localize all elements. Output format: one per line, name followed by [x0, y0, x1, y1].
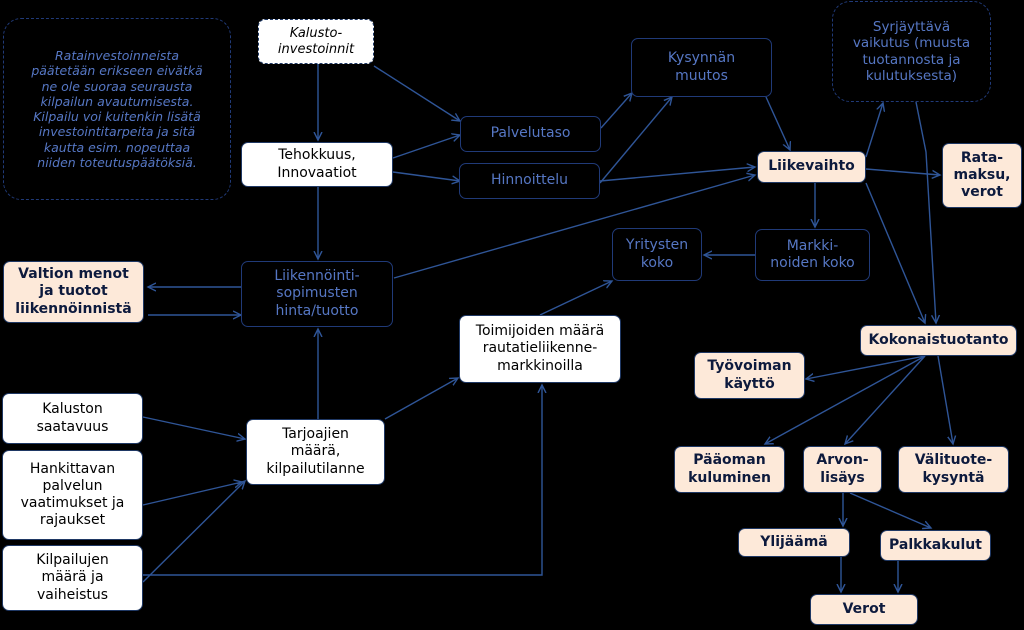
node-ylijaama: Ylijäämä	[738, 528, 850, 557]
connector-arrow	[393, 175, 755, 279]
node-label: Välituote- kysyntä	[914, 452, 993, 486]
node-kalusto-investoinnit: Kalusto- investoinnit	[258, 19, 374, 64]
node-label: Toimijoiden määrä rautatieliikenne- mark…	[475, 323, 605, 374]
node-ratamaksu: Rata- maksu, verot	[942, 143, 1022, 208]
node-label: Ylijäämä	[760, 533, 828, 550]
node-label: Kalusto- investoinnit	[277, 25, 355, 57]
node-tyovoiman-kaytto: Työvoiman käyttö	[694, 352, 805, 399]
node-label: Pääoman kuluminen	[688, 452, 771, 486]
node-label: Kilpailujen määrä ja vaiheistus	[36, 552, 109, 603]
connector-arrow	[845, 355, 926, 444]
node-label: Hankittavan palvelun vaatimukset ja raja…	[20, 460, 125, 529]
connector-arrow	[865, 168, 940, 175]
connector-arrow	[937, 355, 953, 444]
node-label: Syrjäyttävä vaikutus (muusta tuotannosta…	[852, 18, 971, 84]
connector-arrow	[599, 167, 755, 182]
node-label: Verot	[842, 600, 886, 617]
node-label: Työvoiman käyttö	[707, 358, 792, 392]
connector-arrow	[384, 378, 458, 420]
node-label: Markki- noiden koko	[770, 237, 855, 271]
node-label: Kokonaistuotanto	[868, 331, 1009, 348]
node-hankittavan-palvelun: Hankittavan palvelun vaatimukset ja raja…	[2, 450, 143, 540]
connector-arrow	[143, 385, 542, 576]
node-label: Liikevaihto	[768, 158, 855, 175]
node-hinnoittelu: Hinnoittelu	[459, 163, 600, 199]
node-arvonlisays: Arvon- lisäys	[803, 446, 882, 493]
node-label: Kaluston saatavuus	[36, 401, 109, 435]
node-yritysten-koko: Yritysten koko	[612, 228, 702, 281]
node-label: Palkkakulut	[889, 536, 982, 553]
node-toimijoiden-maara: Toimijoiden määrä rautatieliikenne- mark…	[459, 315, 621, 383]
node-label: Liikennöinti- sopimusten hinta/tuotto	[274, 268, 360, 319]
connector-arrow	[915, 101, 936, 323]
connector-arrow	[539, 281, 612, 316]
node-palkkakulut: Palkkakulut	[880, 530, 991, 561]
connector-arrow	[142, 481, 245, 583]
node-label: Yritysten koko	[625, 237, 689, 271]
connector-arrow	[865, 103, 883, 158]
node-markkinoiden-koko: Markki- noiden koko	[755, 229, 870, 281]
node-tarjoajien-maara: Tarjoajien määrä, kilpailutilanne	[246, 419, 385, 485]
connector-arrow	[849, 492, 931, 528]
note-box: Ratainvestoinneista päätetään erikseen e…	[3, 18, 231, 200]
connector-arrow	[765, 96, 790, 150]
node-kysynnan-muutos: Kysynnän muutos	[631, 38, 772, 97]
note-text: Ratainvestoinneista päätetään erikseen e…	[31, 48, 203, 170]
node-paaoman-kuluminen: Pääoman kuluminen	[674, 446, 785, 493]
node-kaluston-saatavuus: Kaluston saatavuus	[2, 393, 143, 444]
node-label: Palvelutaso	[490, 125, 571, 142]
node-verot: Verot	[810, 594, 918, 625]
connector-arrow	[142, 482, 242, 506]
node-liikevaihto: Liikevaihto	[757, 151, 866, 183]
connector-arrow	[806, 355, 926, 379]
node-label: Tarjoajien määrä, kilpailutilanne	[266, 426, 365, 477]
connector-arrow	[373, 65, 460, 121]
node-label: Tehokkuus, Innovaatiot	[277, 147, 357, 181]
node-kilpailujen-maara: Kilpailujen määrä ja vaiheistus	[2, 545, 143, 611]
node-palvelutaso: Palvelutaso	[460, 116, 601, 152]
node-syrjayttava-vaikutus: Syrjäyttävä vaikutus (muusta tuotannosta…	[832, 1, 991, 102]
connector-arrow	[392, 171, 460, 181]
node-label: Rata- maksu, verot	[953, 149, 1011, 201]
connector-arrow	[142, 416, 245, 439]
node-label: Valtion menot ja tuotot liikennöinnistä	[15, 266, 132, 317]
connector-arrow	[600, 93, 632, 129]
node-label: Hinnoittelu	[491, 172, 568, 189]
node-label: Arvon- lisäys	[816, 452, 869, 486]
node-label: Kysynnän muutos	[667, 50, 736, 84]
connector-arrow	[765, 355, 926, 444]
node-tehokkuus: Tehokkuus, Innovaatiot	[241, 142, 393, 187]
node-valtion-menot: Valtion menot ja tuotot liikennöinnistä	[3, 261, 144, 323]
connector-arrow	[392, 135, 460, 159]
connector-arrow	[599, 97, 672, 184]
connector-arrow	[865, 182, 925, 323]
node-valituotekysynta: Välituote- kysyntä	[898, 446, 1009, 493]
node-liikennointisopimukset: Liikennöinti- sopimusten hinta/tuotto	[241, 261, 393, 327]
node-kokonaistuotanto: Kokonaistuotanto	[860, 325, 1017, 356]
